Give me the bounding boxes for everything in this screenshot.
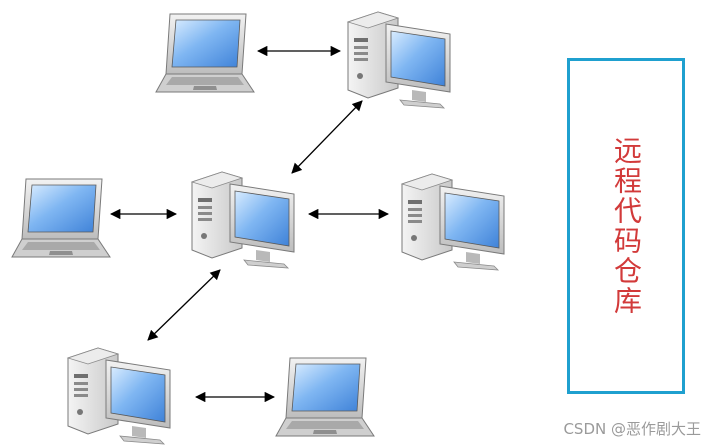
laptop-icon: [155, 13, 255, 93]
laptop-icon: [275, 357, 375, 437]
link-desktop-center-desktop-bottom: [147, 269, 221, 341]
desktop-computer-icon: [347, 11, 451, 109]
link-desktop-top-desktop-center: [291, 100, 363, 174]
desktop-computer-icon: [401, 173, 505, 271]
desktop-computer-icon: [191, 171, 295, 269]
watermark-text: CSDN @恶作剧大王: [563, 420, 701, 438]
desktop-computer-icon: [67, 347, 171, 445]
remote-repository-box: 远程代码仓库: [567, 58, 685, 394]
remote-repository-label: 远程代码仓库: [610, 136, 643, 316]
laptop-icon: [11, 178, 111, 258]
